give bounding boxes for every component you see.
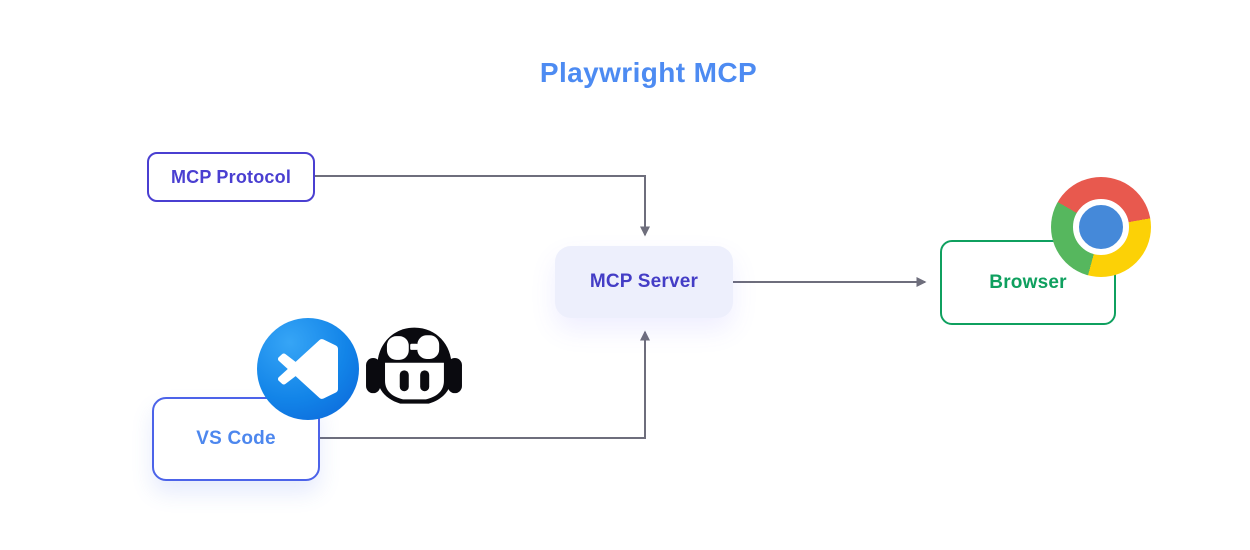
arrow-protocol-to-server	[315, 175, 650, 237]
mcp-protocol-label: MCP Protocol	[170, 166, 292, 187]
chrome-browser-icon	[1051, 177, 1151, 277]
vs-code-icon	[257, 318, 359, 420]
mcp-protocol-node: MCP Protocol	[147, 152, 315, 202]
browser-label: Browser	[989, 271, 1067, 293]
github-copilot-icon	[366, 327, 462, 404]
mcp-server-label: MCP Server	[589, 271, 699, 292]
vs-code-mark	[278, 339, 338, 399]
mcp-server-node: MCP Server	[555, 246, 733, 318]
vs-code-label: VS Code	[196, 428, 276, 449]
diagram-title: Playwright MCP	[539, 57, 758, 88]
